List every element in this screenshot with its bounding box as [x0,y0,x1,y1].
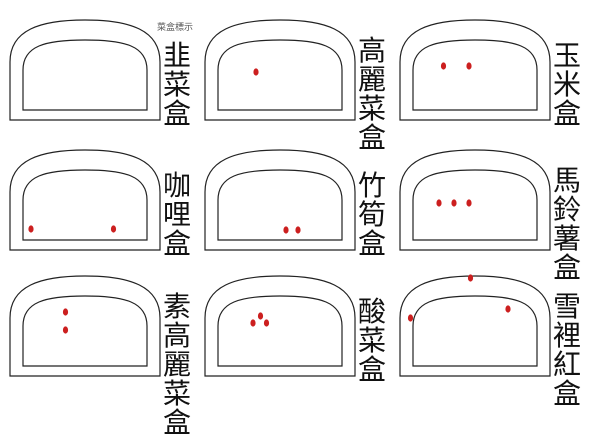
label-char: 素 [162,290,191,323]
label-char: 盒 [552,96,581,130]
container-label-3: 玉米盒 [550,41,584,128]
container-inner-tray [22,169,148,241]
container-outer-rim [204,149,356,251]
label-char: 裡 [552,319,581,352]
container-outline-1 [9,19,161,121]
label-char: 盒 [357,352,386,386]
marker-dot [436,199,442,207]
container-label-5: 竹筍盒 [355,171,389,258]
container-outline-4 [9,149,161,251]
marker-dot [253,68,259,76]
container-outline-2 [204,19,356,121]
container-label-8: 酸菜盒 [355,297,389,384]
container-outer-rim [204,275,356,377]
label-char: 菜 [162,377,191,410]
container-outline-5 [204,149,356,251]
label-char: 盒 [162,96,191,130]
marker-dot [295,226,301,234]
marker-dot [505,305,511,313]
label-char: 玉 [552,38,581,72]
tag-sheet: 菜盒標示 韭菜盒高麗菜盒玉米盒咖哩盒竹筍盒馬鈴薯盒素高麗菜盒酸菜盒雪裡紅盒 [9,19,584,437]
container-outline-7 [9,275,161,377]
label-char: 筍 [357,197,386,231]
label-char: 竹 [357,168,386,202]
label-char: 雪 [552,290,581,323]
label-char: 哩 [162,197,191,231]
label-char: 盒 [357,121,386,154]
label-char: 米 [552,67,581,101]
container-label-6: 馬鈴薯盒 [550,166,584,282]
marker-dot [466,62,472,70]
container-drawings [9,19,551,377]
label-char: 高 [357,34,386,67]
label-char: 盒 [162,226,191,260]
label-char: 韭 [162,38,191,72]
label-char: 鈴 [552,193,581,226]
container-inner-tray [217,39,343,111]
container-outline-8 [204,275,356,377]
container-outer-rim [9,275,161,377]
marker-dot [407,314,414,322]
label-char: 酸 [357,294,386,328]
container-label-1: 韭菜盒 [160,41,194,128]
label-char: 菜 [357,92,386,125]
marker-dot [257,312,264,320]
container-inner-tray [217,169,343,241]
label-char: 紅 [552,348,581,381]
label-char: 盒 [162,406,191,439]
container-outer-rim [399,275,551,377]
label-char: 菜 [162,67,191,101]
marker-dot [263,319,270,327]
label-char: 盒 [552,251,581,284]
marker-dot [451,199,457,207]
marker-dot [283,226,289,234]
marker-dot [467,274,474,282]
marker-dot [110,225,117,233]
label-char: 馬 [552,164,581,197]
container-inner-tray [412,39,538,111]
container-inner-tray [22,39,148,111]
container-label-2: 高麗菜盒 [355,36,389,152]
label-char: 高 [162,319,191,352]
label-char: 麗 [162,348,191,381]
container-label-4: 咖哩盒 [160,171,194,258]
container-outer-rim [399,19,551,121]
container-outer-rim [9,19,161,121]
label-char: 麗 [357,63,386,96]
container-outline-3 [399,19,551,121]
marker-dot [62,308,69,316]
label-char: 盒 [357,226,386,260]
marker-dot [28,225,34,233]
marker-dot [440,62,447,70]
container-inner-tray [412,169,538,241]
label-char: 盒 [552,377,581,410]
container-outer-rim [204,19,356,121]
label-char: 薯 [552,222,581,255]
container-outline-9 [399,274,551,377]
marker-dot [250,319,256,327]
marker-dot [62,326,69,334]
container-inner-tray [217,295,343,367]
label-char: 菜 [357,323,386,357]
container-inner-tray [22,295,148,367]
page-title: 菜盒標示 [157,23,194,33]
container-label-7: 素高麗菜盒 [160,292,194,437]
container-outer-rim [399,149,551,251]
container-label-9: 雪裡紅盒 [550,292,584,408]
container-inner-tray [412,295,538,367]
container-outer-rim [9,149,161,251]
container-outline-6 [399,149,551,251]
marker-dot [466,199,472,207]
label-char: 咖 [162,168,191,202]
